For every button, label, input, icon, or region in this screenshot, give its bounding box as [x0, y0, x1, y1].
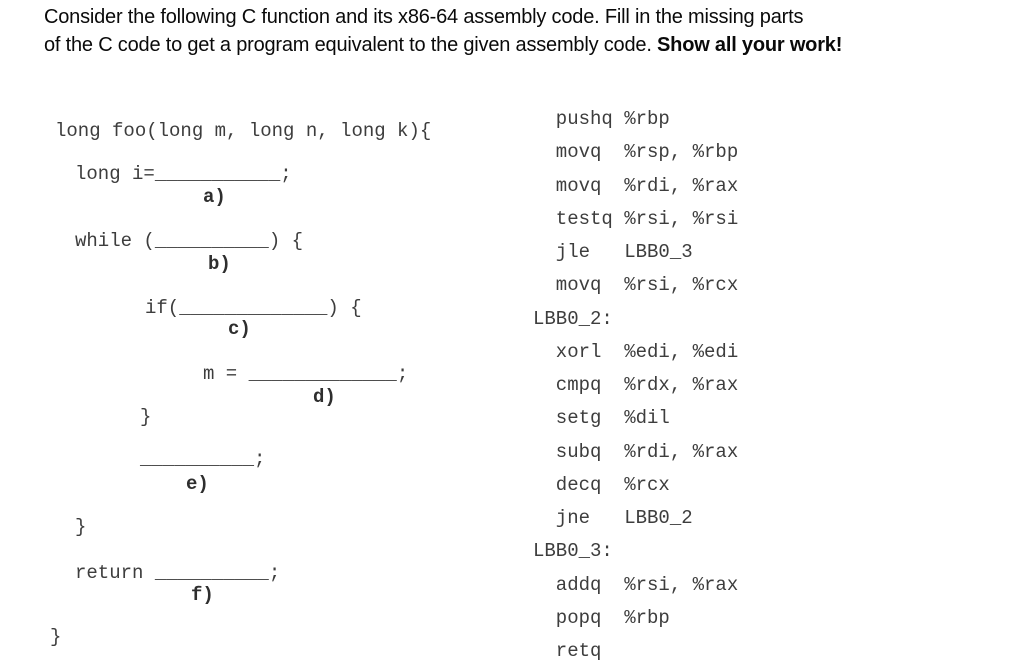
question-line-2: of the C code to get a program equivalen…: [44, 31, 842, 59]
asm-line: movq %rsp, %rbp: [533, 141, 739, 164]
blank-label-b: b): [208, 253, 231, 275]
asm-line: cmpq %rdx, %rax: [533, 374, 739, 396]
question-emphasis: Show all your work!: [657, 34, 843, 56]
question-line-1: Consider the following C function and it…: [44, 6, 804, 28]
blank-label-f: f): [191, 584, 214, 606]
c-return-line: return __________;: [75, 562, 281, 584]
blank-label-d: d): [313, 386, 336, 408]
c-var-init-line: long i=___________;: [75, 163, 292, 185]
asm-line: movq %rsi, %rcx: [533, 274, 739, 297]
asm-line: testq %rsi, %rsi: [533, 207, 739, 230]
c-if-close-brace: }: [140, 406, 152, 428]
asm-line: movq %rdi, %rax: [533, 174, 739, 197]
asm-line: retq: [533, 640, 602, 662]
c-assign-line: m = _____________;: [203, 363, 409, 385]
asm-line: pushq %rbp: [533, 108, 670, 130]
asm-line: decq %rcx: [533, 473, 670, 496]
question-text: Consider the following C function and it…: [44, 3, 842, 59]
asm-label-lbb0-2: LBB0_2:: [533, 307, 613, 330]
c-function-signature: long foo(long m, long n, long k){: [55, 120, 432, 142]
c-statement-blank-line: __________;: [140, 448, 266, 470]
asm-label-lbb0-3: LBB0_3:: [533, 540, 613, 563]
asm-line: setg %dil: [533, 407, 670, 430]
asm-line: subq %rdi, %rax: [533, 440, 739, 463]
blank-label-c: c): [228, 318, 251, 340]
asm-line: popq %rbp: [533, 606, 670, 629]
blank-label-a: a): [203, 186, 226, 208]
asm-line: jle LBB0_3: [533, 241, 693, 263]
asm-line: addq %rsi, %rax: [533, 573, 739, 596]
assembly-panel: pushq %rbp movq %rsp, %rbp movq %rdi, %r…: [533, 103, 738, 668]
c-if-line: if(_____________) {: [145, 297, 362, 319]
c-function-close-brace: }: [50, 626, 62, 648]
blank-label-e: e): [186, 473, 209, 495]
question-line-2-normal: of the C code to get a program equivalen…: [44, 34, 652, 56]
asm-line: xorl %edi, %edi: [533, 340, 739, 363]
c-while-close-brace: }: [75, 516, 87, 538]
asm-line: jne LBB0_2: [533, 507, 693, 529]
c-while-line: while (__________) {: [75, 230, 304, 252]
